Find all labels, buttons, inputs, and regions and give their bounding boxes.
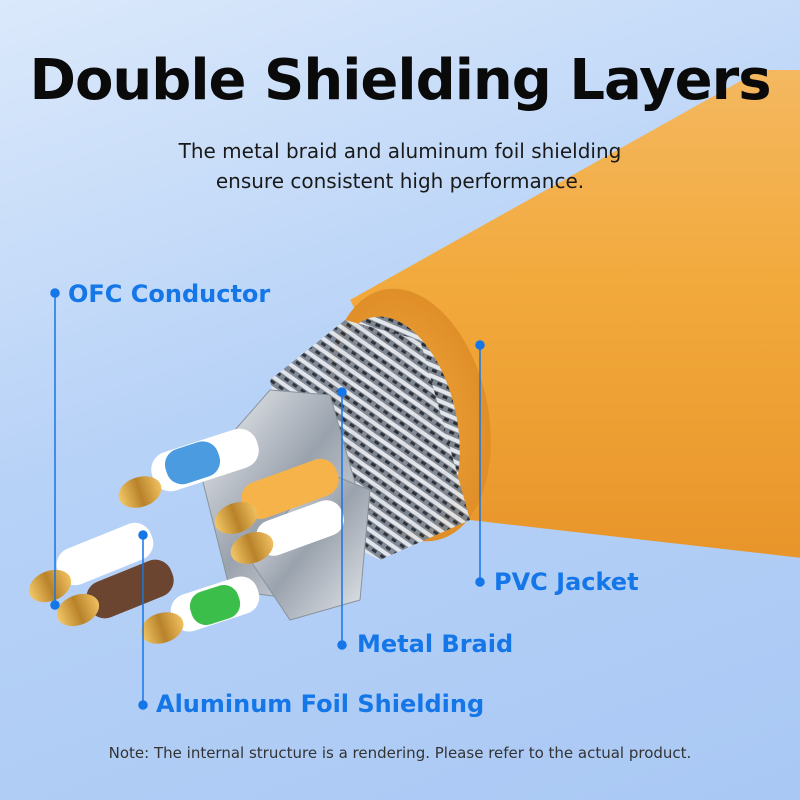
disclaimer-note: Note: The internal structure is a render… <box>108 744 692 762</box>
subtitle: The metal braid and aluminum foil shield… <box>0 136 800 196</box>
callout-foil <box>138 530 148 710</box>
page-title: Double Shielding Layers <box>29 48 771 113</box>
wire-blue <box>118 428 259 508</box>
callout-pvc <box>475 340 485 587</box>
wire-white-brown <box>28 522 154 603</box>
wire-orange <box>214 458 339 534</box>
subtitle-line-1: The metal braid and aluminum foil shield… <box>178 139 622 163</box>
wire-brown <box>56 559 174 627</box>
label-aluminum-foil-shielding: Aluminum Foil Shielding <box>156 690 485 718</box>
subtitle-line-2: ensure consistent high performance. <box>215 169 585 193</box>
wire-green <box>140 576 260 644</box>
callout-ofc <box>50 288 60 610</box>
label-pvc-jacket: PVC Jacket <box>494 568 639 596</box>
label-metal-braid: Metal Braid <box>357 630 514 658</box>
wire-white-orange <box>230 500 344 564</box>
label-ofc-conductor: OFC Conductor <box>68 280 271 308</box>
callout-braid <box>337 387 347 650</box>
